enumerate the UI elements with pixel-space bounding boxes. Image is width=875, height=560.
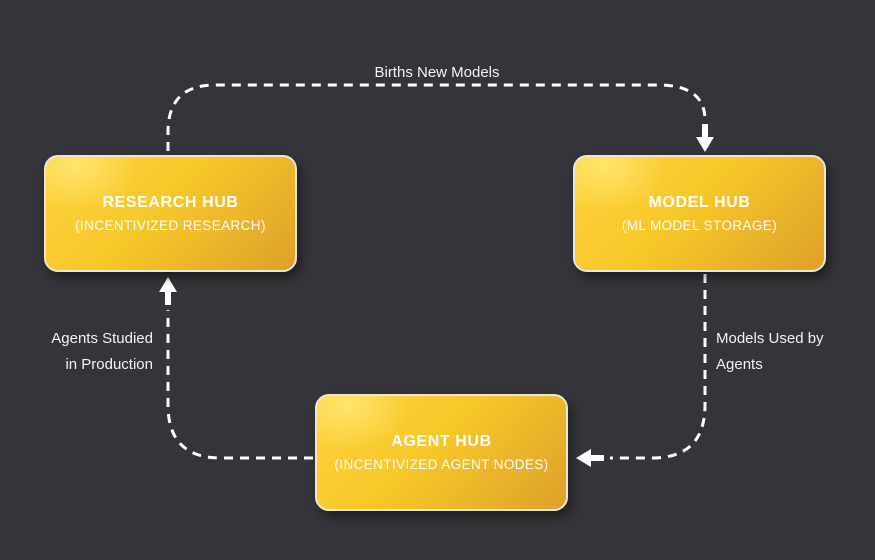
arrowhead-down-into-model-hub-icon	[696, 124, 714, 152]
model-hub-subtitle: (ML MODEL STORAGE)	[621, 218, 778, 233]
edge-label-models-used-by-agents: Models Used by Agents	[716, 326, 824, 378]
edge-label-line-1: Models Used by	[716, 330, 824, 347]
arrowhead-up-into-research-hub-icon	[159, 277, 177, 305]
edge-agent-to-research	[166, 310, 313, 460]
research-hub-subtitle: (INCENTIVIZED RESEARCH)	[75, 218, 266, 233]
edge-label-line-1: Agents Studied	[51, 330, 153, 347]
arrowhead-left-into-agent-hub-icon	[576, 449, 604, 467]
edge-label-agents-studied-in-production: Agents Studied in Production	[51, 326, 153, 378]
research-hub-title: RESEARCH HUB	[102, 193, 239, 211]
edge-research-to-model	[166, 83, 707, 151]
node-agent-hub: AGENT HUB (INCENTIVIZED AGENT NODES)	[315, 394, 568, 511]
agent-hub-subtitle: (INCENTIVIZED AGENT NODES)	[334, 457, 549, 472]
edge-label-births-new-models: Births New Models	[374, 60, 499, 86]
edge-label-line-2: Agents	[716, 356, 763, 373]
edge-label-text: Births New Models	[374, 64, 500, 81]
node-model-hub: MODEL HUB (ML MODEL STORAGE)	[573, 155, 826, 272]
agent-hub-title: AGENT HUB	[391, 432, 492, 450]
edge-label-line-2: in Production	[65, 356, 153, 373]
node-research-hub: RESEARCH HUB (INCENTIVIZED RESEARCH)	[44, 155, 297, 272]
model-hub-title: MODEL HUB	[648, 193, 751, 211]
edge-model-to-agent	[610, 274, 707, 460]
